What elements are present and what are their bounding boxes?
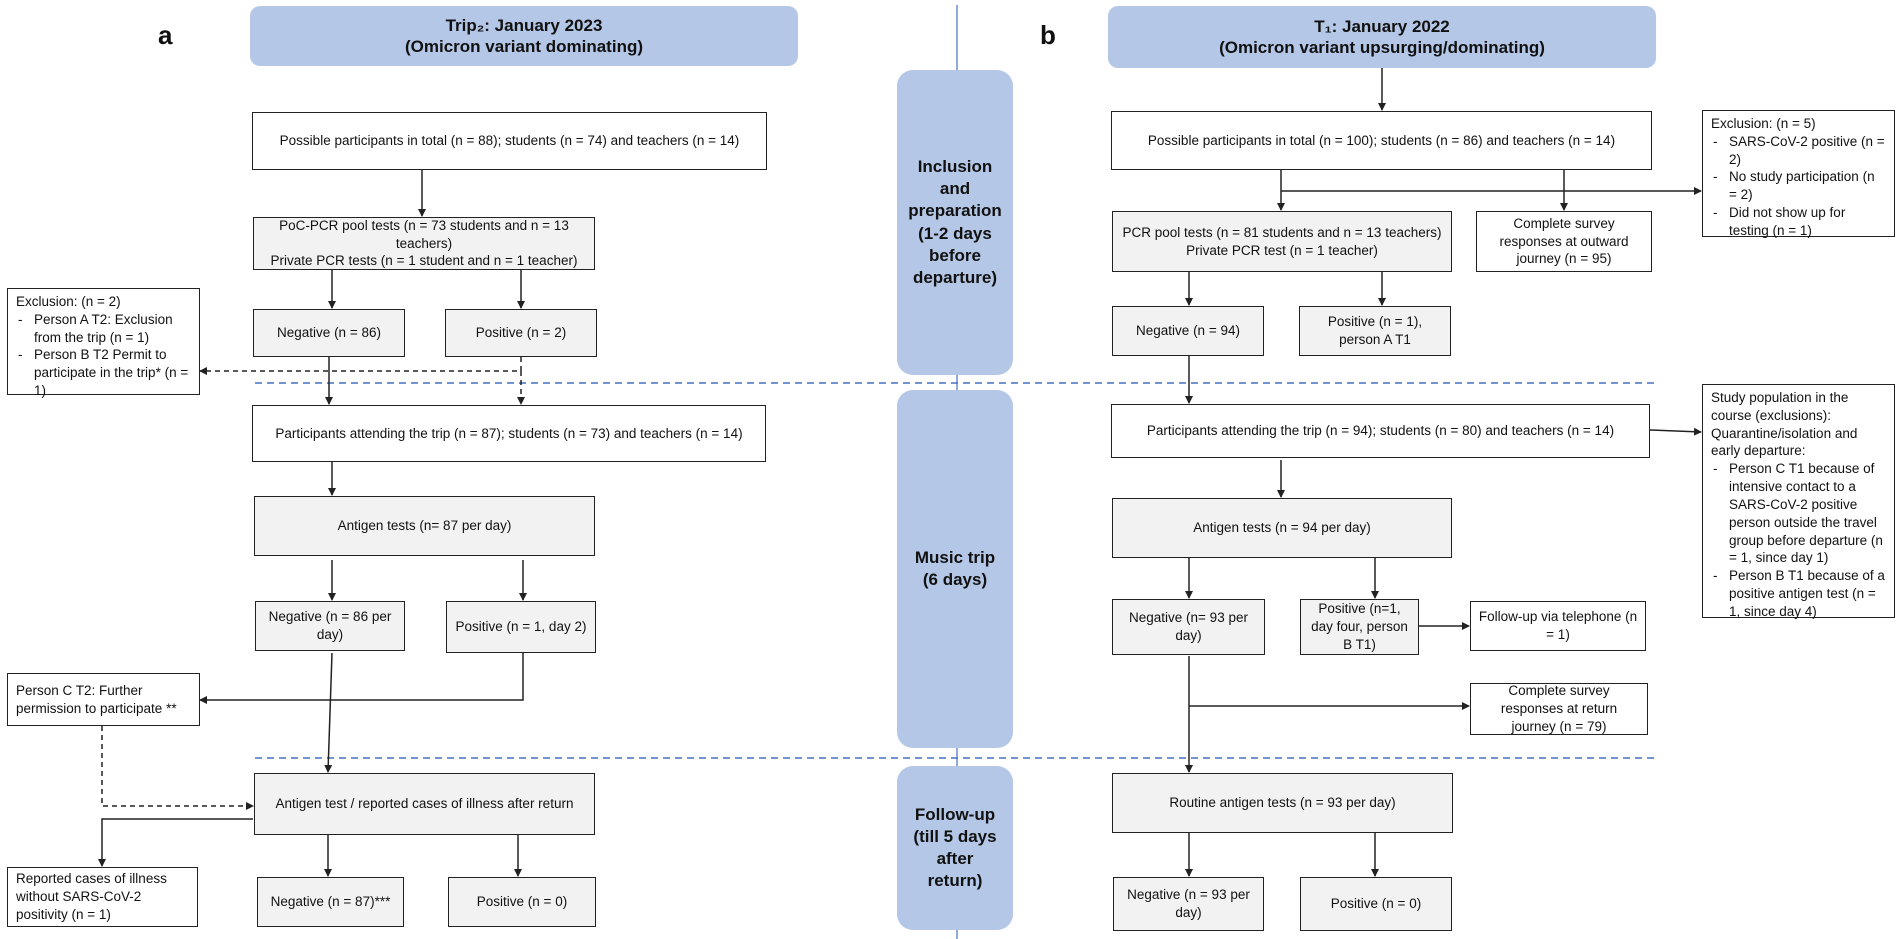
a-person-c-text: Person C T2: Further permission to parti… — [16, 682, 177, 716]
panel-a-header: Trip₂: January 2023 (Omicron variant dom… — [250, 6, 798, 66]
b-possible-participants-box: Possible participants in total (n = 100)… — [1111, 111, 1652, 170]
b-survey-outward-box: Complete survey responses at outward jou… — [1476, 211, 1652, 272]
a-illness-box: Reported cases of illness without SARS-C… — [7, 867, 198, 927]
a-attending-text: Participants attending the trip (n = 87)… — [275, 425, 743, 441]
a-exclusion-item: Person B T2 Permit to participate in the… — [16, 346, 191, 399]
a-positive-pretrip-text: Positive (n = 2) — [475, 325, 567, 341]
b-attending-text: Participants attending the trip (n = 94)… — [1146, 423, 1615, 439]
panel-a-header-subtitle: (Omicron variant dominating) — [404, 37, 644, 56]
a-pcr-pool-line1: PoC-PCR pool tests (n = 73 students and … — [279, 217, 569, 251]
panel-b-header-title: T₁: January 2022 — [1314, 16, 1450, 36]
a-negative-followup-box: Negative (n = 87)*** — [257, 877, 404, 927]
a-negative-trip-text: Negative (n = 86 per day) — [268, 609, 392, 642]
a-positive-trip-box: Positive (n = 1, day 2) — [446, 601, 596, 653]
a-negative-trip-box: Negative (n = 86 per day) — [255, 601, 405, 651]
a-possible-participants-box: Possible participants in total (n = 88);… — [252, 112, 767, 170]
b-exclusion-box: Exclusion: (n = 5) SARS-CoV-2 positive (… — [1702, 110, 1895, 240]
b-negative-trip-text: Negative (n= 93 per day) — [1129, 610, 1248, 643]
b-negative-pretrip-text: Negative (n = 94) — [1136, 323, 1240, 339]
b-positive-trip-text: Positive (n=1, day four, person B T1) — [1311, 601, 1408, 652]
b-survey-return-box: Complete survey responses at return jour… — [1470, 683, 1648, 735]
a-positive-followup-box: Positive (n = 0) — [448, 877, 596, 927]
a-positive-pretrip-box: Positive (n = 2) — [445, 309, 597, 357]
b-pcr-pool-box: PCR pool tests (n = 81 students and n = … — [1112, 211, 1452, 272]
panel-a-header-title: Trip₂: January 2023 — [445, 15, 603, 35]
b-exclusion-item: No study participation (n = 2) — [1711, 168, 1886, 204]
a-exclusion-item: Person A T2: Exclusion from the trip (n … — [16, 311, 191, 347]
b-pcr-pool-line2: Private PCR test (n = 1 teacher) — [1186, 242, 1378, 258]
a-positive-followup-text: Positive (n = 0) — [476, 894, 568, 910]
a-negative-pretrip-box: Negative (n = 86) — [253, 309, 405, 357]
b-positive-followup-box: Positive (n = 0) — [1300, 877, 1452, 931]
b-negative-followup-box: Negative (n = 93 per day) — [1113, 877, 1264, 931]
panel-a-label: a — [158, 20, 173, 50]
b-study-population-list: Person C T1 because of intensive contact… — [1711, 460, 1886, 620]
phase-follow-up: Follow-up (till 5 days after return) — [897, 766, 1013, 930]
b-study-population-box: Study population in the course (exclusio… — [1702, 384, 1895, 620]
b-exclusion-item: Did not show up for testing (n = 1) — [1711, 204, 1886, 240]
b-telephone-followup-box: Follow-up via telephone (n = 1) — [1470, 601, 1646, 651]
phase-music-trip-label: Music trip (6 days) — [914, 547, 996, 589]
a-antigen-text: Antigen tests (n= 87 per day) — [337, 518, 512, 534]
b-routine-antigen-text: Routine antigen tests (n = 93 per day) — [1169, 795, 1396, 811]
b-study-population-item: Person B T1 because of a positive antige… — [1711, 567, 1886, 620]
phase-inclusion: Inclusion and preparation (1-2 days befo… — [897, 70, 1013, 375]
phase-inclusion-label: Inclusion and preparation (1-2 days befo… — [908, 157, 1002, 287]
a-attending-box: Participants attending the trip (n = 87)… — [252, 405, 766, 462]
a-person-c-box: Person C T2: Further permission to parti… — [7, 673, 200, 726]
a-exclusion-title: Exclusion: (n = 2) — [16, 294, 121, 309]
b-antigen-box: Antigen tests (n = 94 per day) — [1112, 498, 1452, 558]
a-exclusion-box: Exclusion: (n = 2) Person A T2: Exclusio… — [7, 288, 200, 398]
a-possible-participants-text: Possible participants in total (n = 88);… — [279, 133, 740, 149]
b-survey-return-text: Complete survey responses at return jour… — [1500, 683, 1618, 734]
b-positive-trip-box: Positive (n=1, day four, person B T1) — [1300, 599, 1419, 655]
panel-b-header: T₁: January 2022 (Omicron variant upsurg… — [1108, 6, 1656, 68]
a-negative-pretrip-text: Negative (n = 86) — [277, 325, 381, 341]
b-study-population-item: Person C T1 because of intensive contact… — [1711, 460, 1886, 567]
b-positive-pretrip-box: Positive (n = 1), person A T1 — [1299, 306, 1451, 356]
b-routine-antigen-box: Routine antigen tests (n = 93 per day) — [1112, 773, 1453, 833]
b-positive-pretrip-text: Positive (n = 1), person A T1 — [1327, 314, 1423, 347]
a-after-return-text: Antigen test / reported cases of illness… — [275, 796, 574, 812]
b-pcr-pool-line1: PCR pool tests (n = 81 students and n = … — [1122, 224, 1442, 240]
b-negative-followup-text: Negative (n = 93 per day) — [1127, 887, 1250, 920]
b-attending-box: Participants attending the trip (n = 94)… — [1111, 404, 1650, 458]
b-exclusion-title: Exclusion: (n = 5) — [1711, 116, 1816, 131]
phase-music-trip: Music trip (6 days) — [897, 390, 1013, 748]
b-exclusion-list: SARS-CoV-2 positive (n = 2) No study par… — [1711, 133, 1886, 240]
b-negative-pretrip-box: Negative (n = 94) — [1112, 306, 1264, 356]
a-illness-text: Reported cases of illness without SARS-C… — [16, 871, 167, 922]
panel-b-header-subtitle: (Omicron variant upsurging/dominating) — [1219, 38, 1545, 57]
a-antigen-box: Antigen tests (n= 87 per day) — [254, 496, 595, 556]
b-negative-trip-box: Negative (n= 93 per day) — [1112, 599, 1265, 655]
b-telephone-followup-text: Follow-up via telephone (n = 1) — [1478, 609, 1638, 642]
a-pcr-pool-line2: Private PCR tests (n = 1 student and n =… — [270, 253, 578, 269]
phase-follow-up-label: Follow-up (till 5 days after return) — [913, 804, 997, 891]
b-exclusion-item: SARS-CoV-2 positive (n = 2) — [1711, 133, 1886, 169]
a-after-return-box: Antigen test / reported cases of illness… — [254, 773, 595, 835]
b-possible-participants-text: Possible participants in total (n = 100)… — [1147, 132, 1616, 148]
a-pcr-pool-box: PoC-PCR pool tests (n = 73 students and … — [253, 217, 595, 270]
b-study-population-title: Study population in the course (exclusio… — [1711, 390, 1858, 459]
b-survey-outward-text: Complete survey responses at outward jou… — [1499, 215, 1629, 267]
a-positive-trip-text: Positive (n = 1, day 2) — [455, 619, 587, 635]
b-positive-followup-text: Positive (n = 0) — [1330, 896, 1422, 912]
panel-b-label: b — [1040, 20, 1056, 50]
a-exclusion-list: Person A T2: Exclusion from the trip (n … — [16, 311, 191, 400]
b-antigen-text: Antigen tests (n = 94 per day) — [1193, 520, 1371, 536]
a-negative-followup-text: Negative (n = 87)*** — [270, 894, 391, 910]
